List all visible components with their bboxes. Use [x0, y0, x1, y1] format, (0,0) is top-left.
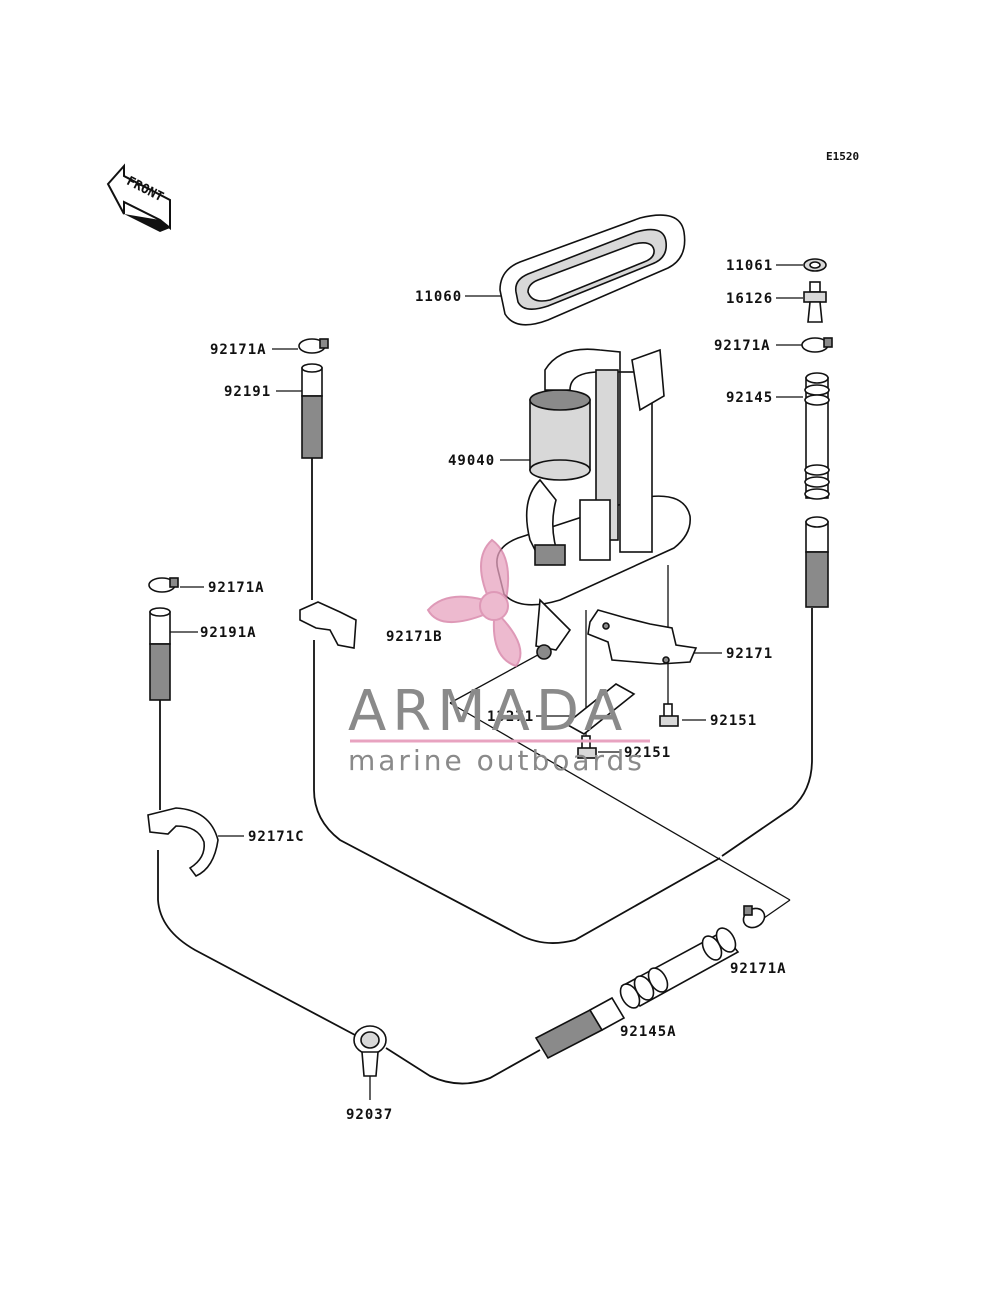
label-92171c: 92171C: [248, 829, 305, 845]
label-92151-center: 92151: [624, 745, 671, 761]
clamp-92171a-top-right: [801, 337, 833, 353]
hose-92145: [804, 372, 830, 500]
clamp-92171a-top-left: [298, 338, 329, 354]
clip-92171b: [299, 601, 357, 649]
label-92191: 92191: [224, 384, 271, 400]
hose-braided-right: [805, 516, 829, 608]
front-arrow-icon: FRONT: [106, 163, 171, 232]
hose-braided-bottom: [534, 996, 626, 1060]
hose-92191a: [149, 607, 171, 701]
label-92145: 92145: [726, 390, 773, 406]
washer-11061: [803, 258, 827, 272]
label-92171a-bottom: 92171A: [730, 961, 787, 977]
filter-92037: [353, 1025, 387, 1077]
label-92171: 92171: [726, 646, 773, 662]
label-92191a: 92191A: [200, 625, 257, 641]
clamp-92171a-mid-left: [148, 577, 179, 593]
hose-92191: [301, 363, 323, 459]
label-13271: 13271: [487, 709, 534, 725]
clip-92171c: [147, 807, 219, 877]
label-92171b: 92171B: [386, 629, 443, 645]
fuel-pump-49040: [496, 348, 691, 660]
label-92145a: 92145A: [620, 1024, 677, 1040]
bolt-92151-center: [577, 735, 597, 759]
diagram-code: E1520: [826, 150, 859, 163]
fitting-16126: [803, 281, 827, 323]
part-labels: 11060 11061 16126 92171A 92145 92171A 92…: [200, 258, 787, 1123]
propeller-logo-icon: [426, 538, 522, 668]
plate-13271: [564, 683, 636, 735]
watermark-tagline: marine outboards: [348, 744, 645, 777]
armada-watermark: ARMADA marine outboards: [348, 538, 650, 777]
clamp-92171a-bottom: [742, 905, 766, 929]
label-92171a-top-left: 92171A: [210, 342, 267, 358]
label-92171a-top-right: 92171A: [714, 338, 771, 354]
label-92151-right: 92151: [710, 713, 757, 729]
hose-92145a: [619, 927, 740, 1009]
hose-routing: [157, 458, 813, 1085]
watermark-brand: ARMADA: [348, 679, 628, 744]
label-49040: 49040: [448, 453, 495, 469]
label-16126: 16126: [726, 291, 773, 307]
bolt-92151-right: [659, 703, 679, 727]
bracket-92171: [587, 609, 698, 665]
label-92037: 92037: [346, 1107, 393, 1123]
gasket-11060: [499, 214, 686, 326]
label-11060: 11060: [415, 289, 462, 305]
label-11061: 11061: [726, 258, 773, 274]
label-92171a-mid-left: 92171A: [208, 580, 265, 596]
